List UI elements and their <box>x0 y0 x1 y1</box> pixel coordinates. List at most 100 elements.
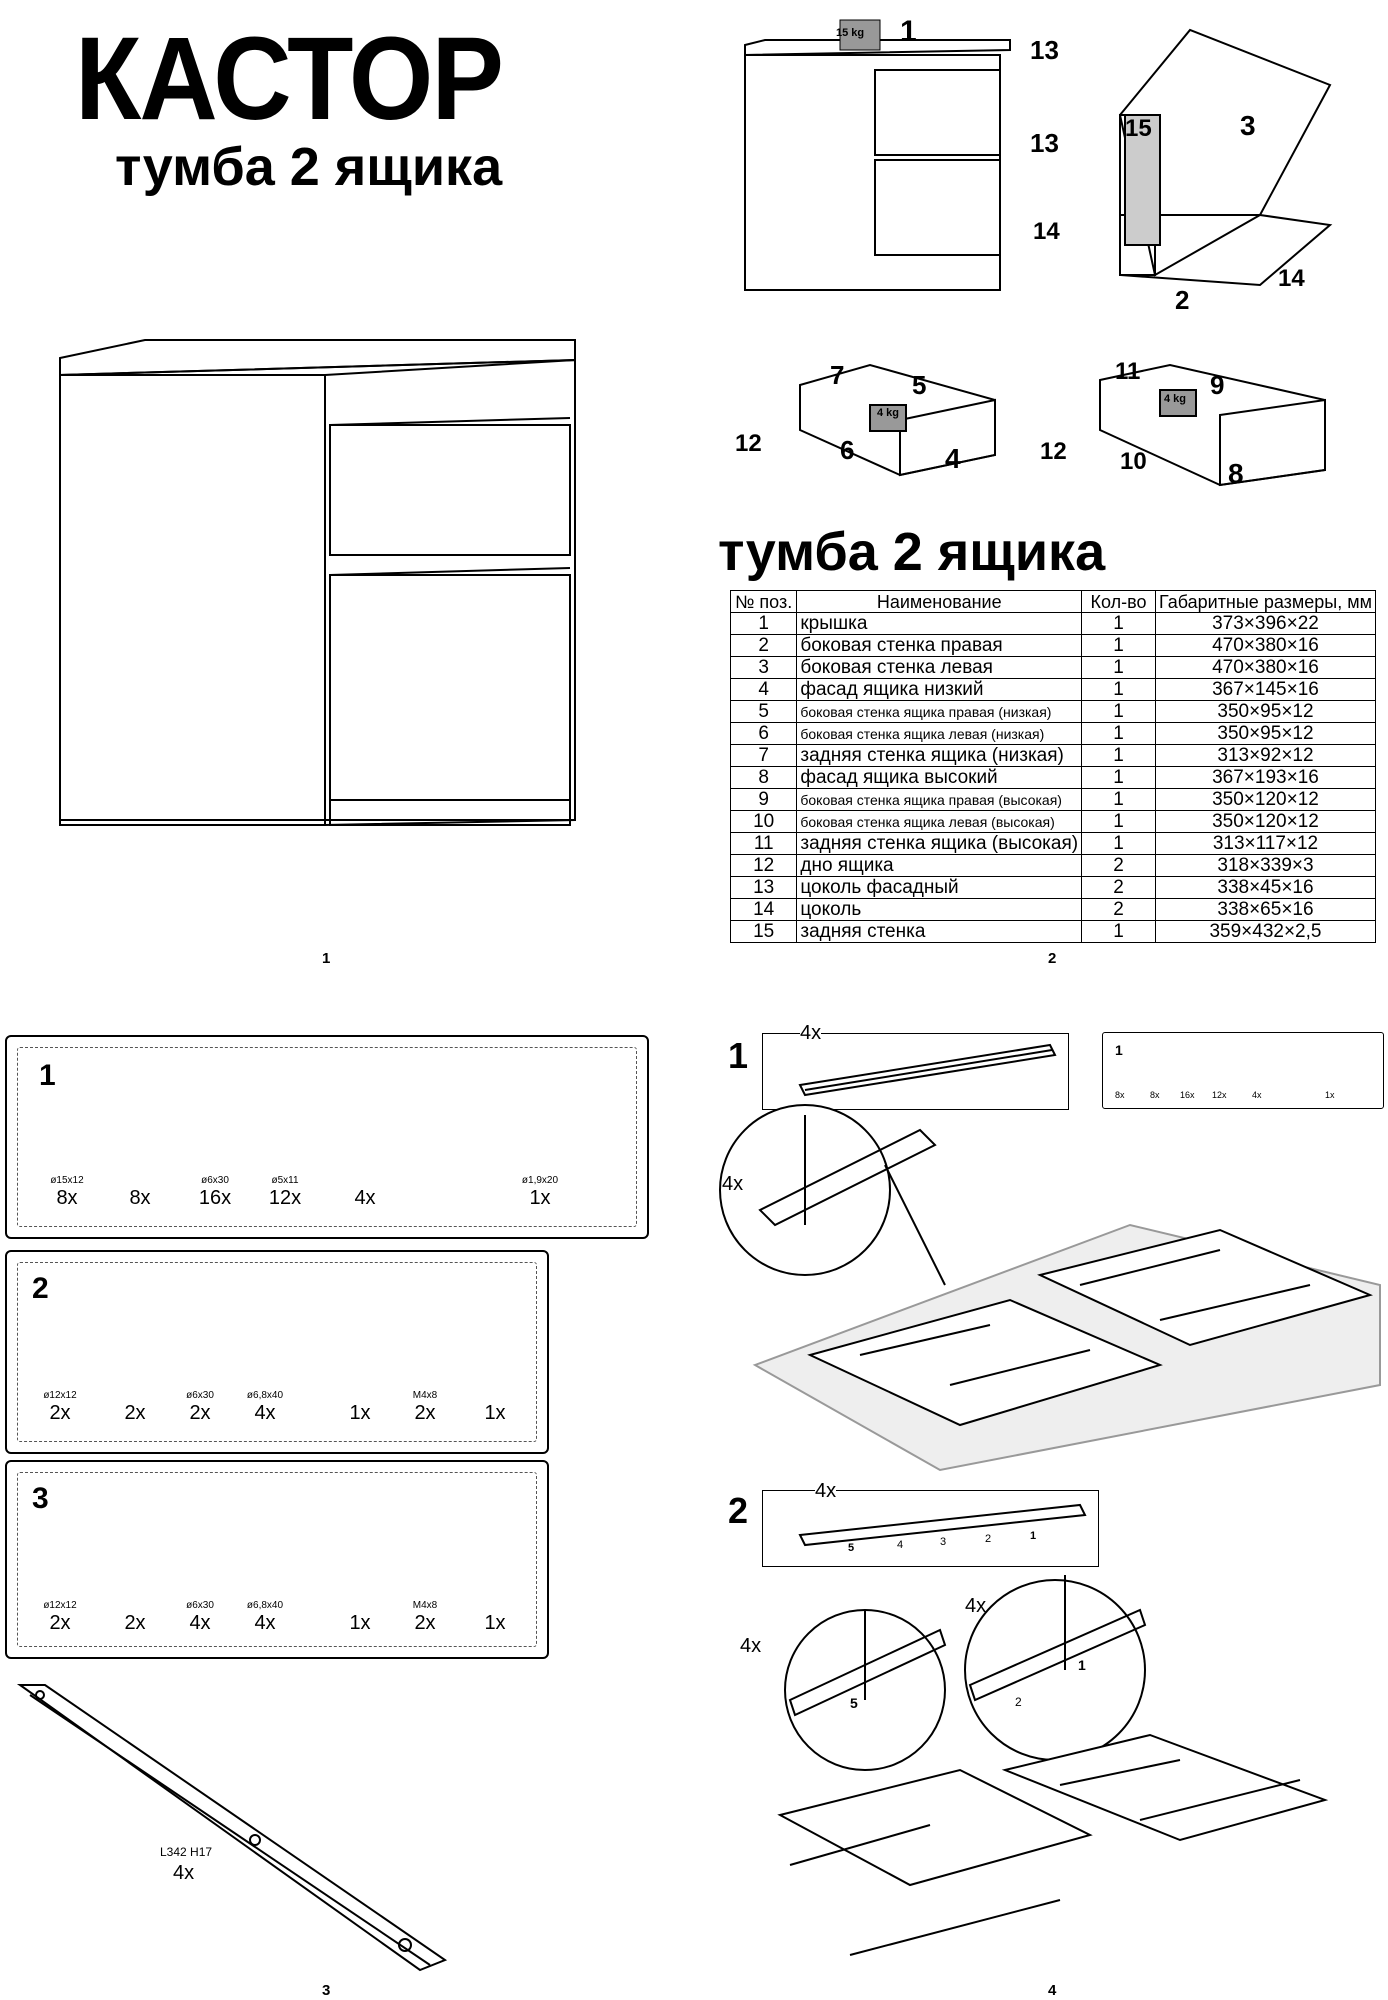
kit-number: 2 <box>32 1272 49 1305</box>
kit-part-qty: 8x <box>129 1187 151 1209</box>
product-title: КАСТОР <box>75 13 504 145</box>
kit-part-size: ø6x30 <box>186 1600 214 1611</box>
step-2-rail-qty: 4x <box>815 1480 837 1503</box>
small-kit-number: 1 <box>1115 1042 1123 1058</box>
cabinet-illustration <box>59 339 576 827</box>
page-number-4: 4 <box>1048 1982 1057 1999</box>
callout-12a: 12 <box>735 430 762 457</box>
kit-part-qty: 1x <box>349 1402 371 1424</box>
kit-part-qty: 4x <box>354 1187 376 1209</box>
kit-part-qty: 2x <box>124 1612 146 1634</box>
step-1-number: 1 <box>728 1035 749 1076</box>
cell-dims: 470×380×16 <box>1154 656 1377 679</box>
kit-part-qty: 8x <box>56 1187 78 1209</box>
step-2-number: 2 <box>728 1490 749 1531</box>
page-number-3: 3 <box>322 1982 331 1999</box>
col-num: № поз. <box>729 590 798 613</box>
step-1-rail-box <box>762 1033 1069 1110</box>
cell-num: 11 <box>729 832 798 855</box>
cell-qty: 1 <box>1081 656 1156 679</box>
weight-4kg-b: 4 kg <box>1164 393 1187 405</box>
kit-part-qty: 2x <box>49 1612 71 1634</box>
weight-15kg: 15 kg <box>836 27 865 39</box>
cell-dims: 350×95×12 <box>1154 722 1377 745</box>
cell-dims: 367×145×16 <box>1154 678 1377 701</box>
cell-num: 3 <box>729 656 798 679</box>
cell-qty: 1 <box>1081 634 1156 657</box>
small-kit-box <box>1102 1032 1384 1109</box>
small-kit-qty: 16x <box>1180 1090 1195 1100</box>
cell-dims: 373×396×22 <box>1154 612 1377 635</box>
cell-num: 12 <box>729 854 798 877</box>
cell-qty: 1 <box>1081 612 1156 635</box>
cell-num: 15 <box>729 920 798 943</box>
small-kit-qty: 1x <box>1325 1090 1335 1100</box>
cell-num: 10 <box>729 810 798 833</box>
kit-part-qty: 1x <box>484 1612 506 1634</box>
cell-qty: 1 <box>1081 722 1156 745</box>
product-subtitle: тумба 2 ящика <box>115 137 503 197</box>
step-2-detail-right-mark-b: 2 <box>1015 1695 1022 1709</box>
cell-num: 2 <box>729 634 798 657</box>
col-dims: Габаритные размеры, мм <box>1154 590 1377 613</box>
cell-dims: 470×380×16 <box>1154 634 1377 657</box>
small-kit-qty: 8x <box>1115 1090 1125 1100</box>
cell-qty: 1 <box>1081 744 1156 767</box>
cell-name: боковая стенка ящика левая (высокая) <box>796 810 1083 833</box>
callout-2: 2 <box>1175 285 1190 315</box>
drawer-rail <box>16 1684 448 1972</box>
cell-qty: 1 <box>1081 810 1156 833</box>
callout-5: 5 <box>912 370 927 400</box>
cell-name: дно ящика <box>796 854 1083 877</box>
cell-num: 6 <box>729 722 798 745</box>
col-qty: Кол-во <box>1081 590 1156 613</box>
rail-position-mark: 3 <box>940 1536 947 1548</box>
cell-name: задняя стенка ящика (низкая) <box>796 744 1083 767</box>
step-1-assembly <box>752 1223 1381 1472</box>
rail-position-mark: 1 <box>1030 1530 1037 1542</box>
drawer-high <box>1099 363 1326 487</box>
parts-table-title: тумба 2 ящика <box>718 522 1106 582</box>
cell-name: цоколь <box>796 898 1083 921</box>
cell-num: 9 <box>729 788 798 811</box>
cell-dims: 318×339×3 <box>1154 854 1377 877</box>
rail-qty: 4x <box>173 1862 195 1884</box>
cell-name: крышка <box>796 612 1083 635</box>
kit-part-qty: 4x <box>189 1612 211 1634</box>
exploded-cabinet <box>744 19 1333 291</box>
callout-13a: 13 <box>1030 35 1059 65</box>
step-1-rail-qty: 4x <box>800 1022 822 1045</box>
kit-part-size: ø15x12 <box>50 1175 84 1186</box>
step-2-screw-qty-right: 4x <box>965 1595 987 1617</box>
hardware-kit-2: 2 <box>5 1250 549 1454</box>
cell-name: боковая стенка ящика левая (низкая) <box>796 722 1083 745</box>
callout-14a: 14 <box>1033 218 1060 245</box>
cell-qty: 1 <box>1081 678 1156 701</box>
kit-part-size: ø12x12 <box>43 1600 77 1611</box>
rail-position-mark: 2 <box>985 1533 992 1545</box>
col-name: Наименование <box>796 590 1083 613</box>
small-kit-qty: 8x <box>1150 1090 1160 1100</box>
drawer-low <box>799 363 996 477</box>
kit-part-size: M4x8 <box>412 1390 438 1401</box>
step-2-assembly <box>777 1733 1329 1956</box>
hardware-kit-3: 3 <box>5 1460 549 1659</box>
cell-num: 4 <box>729 678 798 701</box>
cell-dims: 350×120×12 <box>1154 810 1377 833</box>
kit-part-size: ø6x30 <box>201 1175 229 1186</box>
kit-part-qty: 1x <box>349 1612 371 1634</box>
cell-name: боковая стенка левая <box>796 656 1083 679</box>
kit-part-qty: 2x <box>189 1402 211 1424</box>
cell-name: задняя стенка <box>796 920 1083 943</box>
rail-label: L342 H17 <box>160 1845 213 1859</box>
